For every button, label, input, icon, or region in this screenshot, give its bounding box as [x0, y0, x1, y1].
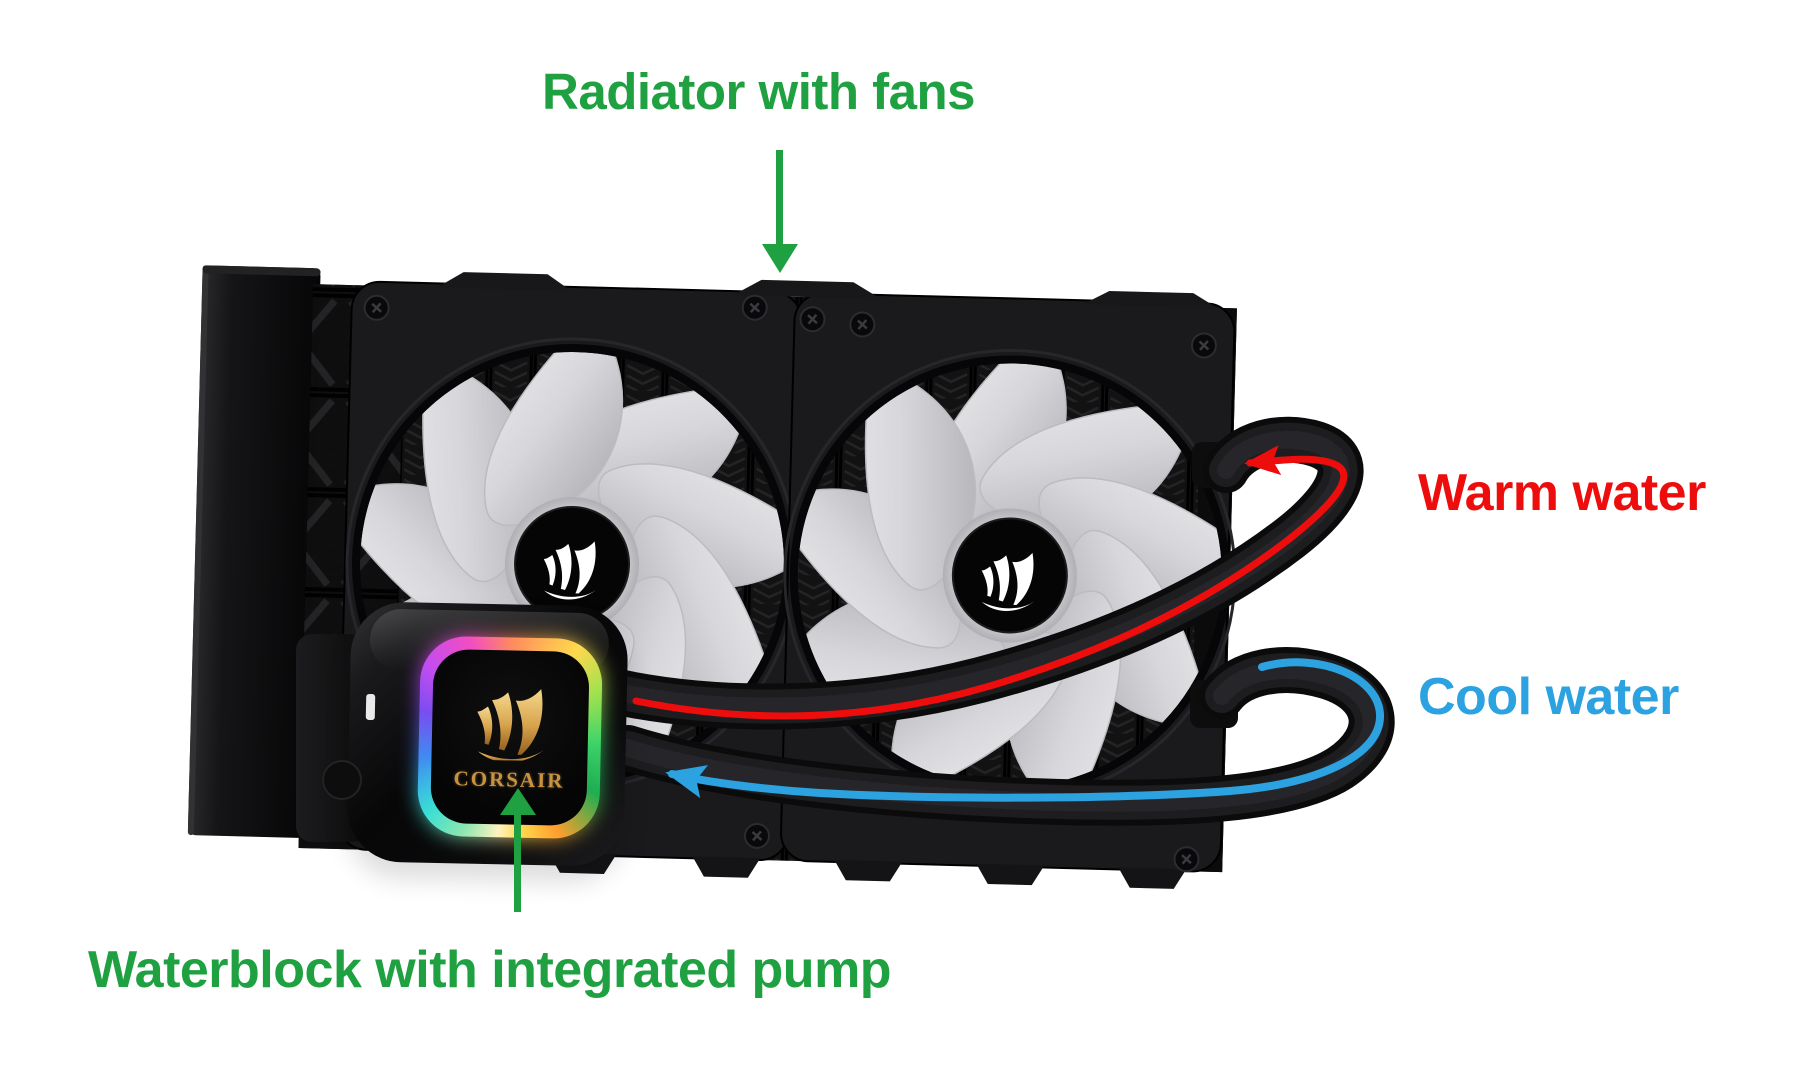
radiator-end-tank [187, 265, 321, 838]
radiator-arrow-head-icon [762, 244, 798, 273]
frame-tabs [437, 272, 1217, 308]
warm-flow-line [632, 445, 1348, 720]
corsair-sails-icon [476, 687, 546, 762]
fan-right-hub [951, 517, 1068, 634]
label-radiator-with-fans: Radiator with fans [542, 63, 976, 120]
waterblock: CORSAIR [346, 601, 629, 867]
label-waterblock-with-pump: Waterblock with integrated pump [88, 941, 892, 999]
label-cool-water: Cool water [1418, 668, 1679, 726]
waterblock-arrow-shaft [514, 813, 521, 912]
cool-flow-line [665, 658, 1385, 802]
waterblock-mount-button [322, 760, 362, 800]
tubes [577, 416, 1395, 826]
radiator-arrow-shaft [776, 150, 783, 246]
label-warm-water: Warm water [1418, 464, 1706, 522]
tube-cool [605, 647, 1395, 826]
waterblock-arrow-head-icon [500, 788, 536, 815]
waterblock-usb-slot [365, 693, 376, 721]
